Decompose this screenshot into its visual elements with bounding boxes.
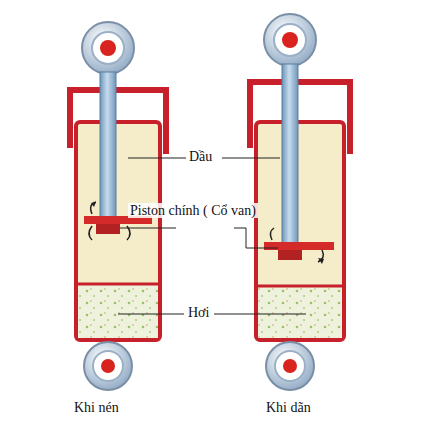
part-label: Dầu bbox=[189, 149, 212, 164]
leader-lines bbox=[118, 158, 306, 314]
shock-absorber-extension bbox=[250, 14, 350, 390]
state-caption: Khi dãn bbox=[266, 400, 311, 415]
part-label: Piston chính ( Cổ van) bbox=[128, 203, 258, 218]
state-caption: Khi nén bbox=[74, 400, 119, 415]
part-label: Hơi bbox=[188, 305, 209, 320]
